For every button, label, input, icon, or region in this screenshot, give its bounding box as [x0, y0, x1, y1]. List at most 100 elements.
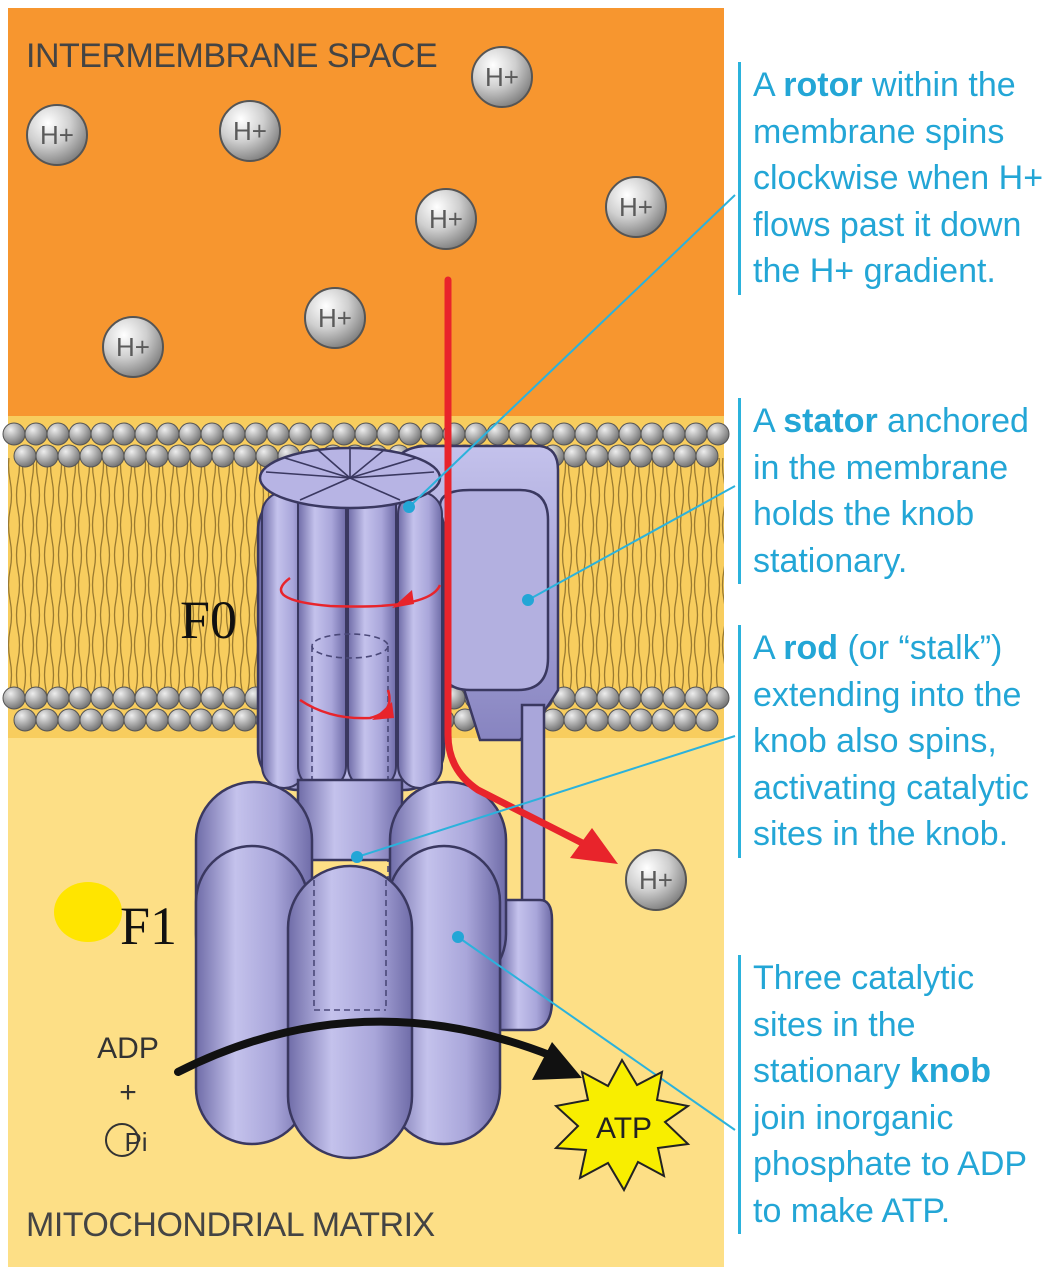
h-ion-1: H+: [27, 105, 87, 165]
stator-pointer-dot: [522, 594, 534, 606]
phospholipid-head: [234, 445, 256, 467]
phospholipid-head: [564, 709, 586, 731]
h-ion-6: H+: [305, 288, 365, 348]
rod-term: rod: [783, 629, 838, 667]
h-ion-7: H+: [103, 317, 163, 377]
phospholipid-head: [663, 423, 685, 445]
phospholipid-head: [69, 687, 91, 709]
h-ion-label: H+: [318, 303, 352, 333]
phospholipid-head: [597, 687, 619, 709]
f0-label: F0: [180, 590, 237, 650]
phospholipid-head: [630, 709, 652, 731]
atp-label: ATP: [596, 1112, 652, 1145]
phospholipid-head: [36, 709, 58, 731]
rotor-pointer-dot: [403, 501, 415, 513]
phospholipid-head: [14, 445, 36, 467]
phospholipid-head: [47, 423, 69, 445]
phospholipid-head: [91, 687, 113, 709]
phospholipid-head: [421, 423, 443, 445]
phospholipid-head: [179, 423, 201, 445]
rod-caption-lead: A: [753, 629, 783, 667]
phospholipid-head: [696, 445, 718, 467]
phospholipid-head: [707, 423, 729, 445]
phospholipid-head: [575, 687, 597, 709]
phospholipid-head: [124, 445, 146, 467]
phospholipid-head: [58, 709, 80, 731]
stator-caption: A stator anchored in the membrane holds …: [738, 398, 1048, 584]
phospholipid-head: [641, 423, 663, 445]
phospholipid-head: [245, 423, 267, 445]
phospholipid-head: [146, 709, 168, 731]
knob-caption: Three catalytic sites in the stationary …: [738, 955, 1048, 1234]
phospholipid-head: [113, 687, 135, 709]
phospholipid-head: [234, 709, 256, 731]
phospholipid-head: [674, 445, 696, 467]
phospholipid-head: [124, 709, 146, 731]
knob-pointer-dot: [452, 931, 464, 943]
phospholipid-head: [135, 423, 157, 445]
phospholipid-head: [201, 687, 223, 709]
phospholipid-head: [608, 445, 630, 467]
knob-term: knob: [910, 1052, 991, 1090]
h-ion-2: H+: [220, 101, 280, 161]
phospholipid-head: [190, 445, 212, 467]
phospholipid-head: [25, 423, 47, 445]
phospholipid-head: [597, 423, 619, 445]
h-ion-4: H+: [416, 189, 476, 249]
phospholipid-head: [267, 423, 289, 445]
intermembrane-space-label: INTERMEMBRANE SPACE: [26, 37, 437, 75]
rotor-term: rotor: [783, 66, 862, 104]
h-ion-3: H+: [472, 47, 532, 107]
phospholipid-head: [311, 423, 333, 445]
phospholipid-head: [223, 687, 245, 709]
h-ion-label: H+: [40, 120, 74, 150]
phospholipid-head: [157, 687, 179, 709]
phospholipid-head: [575, 423, 597, 445]
phospholipid-head: [641, 687, 663, 709]
phospholipid-head: [487, 423, 509, 445]
phospholipid-head: [553, 423, 575, 445]
phospholipid-head: [58, 445, 80, 467]
phospholipid-head: [586, 709, 608, 731]
phospholipid-head: [190, 709, 212, 731]
phospholipid-head: [69, 423, 91, 445]
phospholipid-head: [168, 445, 190, 467]
phospholipid-head: [652, 445, 674, 467]
phospholipid-head: [531, 423, 553, 445]
phospholipid-head: [355, 423, 377, 445]
phospholipid-head: [80, 445, 102, 467]
phospholipid-head: [608, 709, 630, 731]
phospholipid-head: [47, 687, 69, 709]
h-ion-label: H+: [233, 116, 267, 146]
stator-term: stator: [783, 402, 877, 440]
phospholipid-head: [201, 423, 223, 445]
phospholipid-head: [707, 687, 729, 709]
phospholipid-head: [542, 709, 564, 731]
phospholipid-head: [652, 709, 674, 731]
rotor-caption: A rotor within the membrane spins clockw…: [738, 62, 1048, 295]
phospholipid-head: [399, 423, 421, 445]
phospholipid-head: [630, 445, 652, 467]
phospholipid-head: [157, 423, 179, 445]
knob-caption-text: join inorganic phosphate to ADP to make …: [753, 1099, 1026, 1230]
phospholipid-head: [564, 445, 586, 467]
phospholipid-head: [663, 687, 685, 709]
rotor-caption-lead: A: [753, 66, 783, 104]
phospholipid-head: [685, 423, 707, 445]
phospholipid-head: [102, 709, 124, 731]
phospholipid-head: [586, 445, 608, 467]
phospholipid-head: [179, 687, 201, 709]
phospholipid-head: [212, 709, 234, 731]
stator-caption-lead: A: [753, 402, 783, 440]
h-ion-label: H+: [116, 332, 150, 362]
phospholipid-head: [80, 709, 102, 731]
h-ion-5: H+: [606, 177, 666, 237]
h-ion-label: H+: [485, 62, 519, 92]
phospholipid-head: [619, 423, 641, 445]
phospholipid-head: [36, 445, 58, 467]
h-ion-label: H+: [639, 865, 673, 895]
phospholipid-head: [212, 445, 234, 467]
h-ion-matrix: H+: [626, 850, 686, 910]
phospholipid-head: [509, 423, 531, 445]
h-ion-label: H+: [619, 192, 653, 222]
